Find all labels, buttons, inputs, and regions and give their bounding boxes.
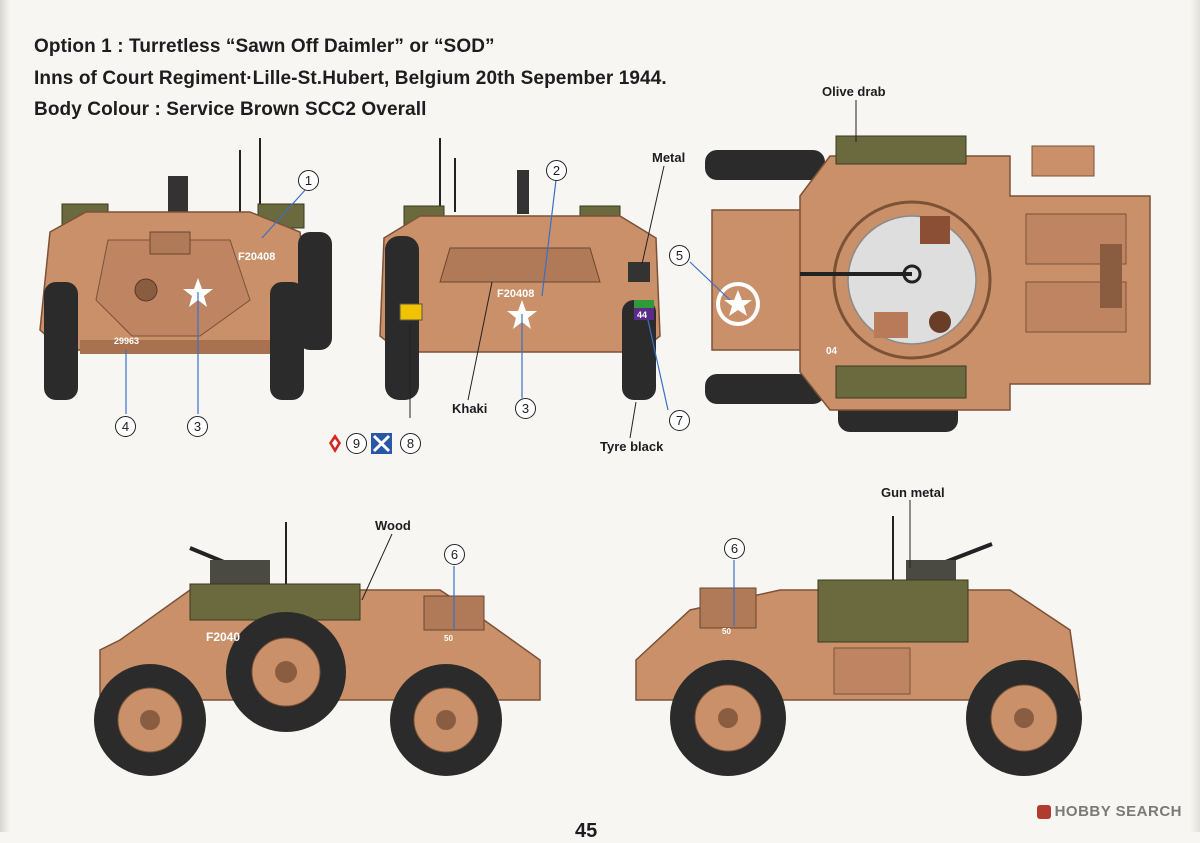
red-diamond-icon — [329, 434, 341, 453]
rear-registration: F20408 — [497, 288, 534, 300]
label-wood: Wood — [375, 518, 411, 533]
rear-view — [379, 138, 661, 400]
callout-2: 2 — [546, 160, 567, 181]
label-olive-drab: Olive drab — [822, 84, 886, 99]
callout-9: 9 — [346, 433, 367, 454]
unit-description: Inns of Court Regiment·Lille-St.Hubert, … — [34, 68, 667, 89]
body-colour: Body Colour : Service Brown SCC2 Overall — [34, 99, 427, 120]
label-gun-metal: Gun metal — [881, 485, 945, 500]
label-tyre-black: Tyre black — [600, 439, 664, 454]
bridge-class: 44 — [637, 310, 647, 320]
callout-3-rear: 3 — [515, 398, 536, 419]
callout-1: 1 — [298, 170, 319, 191]
page-edge-right — [1190, 0, 1200, 832]
watermark-text: HOBBY SEARCH — [1054, 803, 1182, 820]
plate-50-right: 50 — [722, 627, 731, 636]
callout-4: 4 — [115, 416, 136, 437]
plate-50-left: 50 — [444, 634, 453, 643]
option-title: Option 1 : Turretless “Sawn Off Daimler”… — [34, 36, 495, 57]
paint-leaders-black — [361, 100, 911, 601]
label-metal: Metal — [652, 150, 686, 165]
label-khaki: Khaki — [452, 401, 488, 416]
side-registration: F2040 — [206, 630, 240, 644]
callout-6-left-side: 6 — [444, 544, 465, 565]
callout-3-front: 3 — [187, 416, 208, 437]
left-side-view — [94, 522, 541, 776]
callout-8: 8 — [400, 433, 421, 454]
callout-leaders-blue — [125, 179, 735, 630]
top-view — [705, 135, 1151, 432]
callout-5: 5 — [669, 245, 690, 266]
right-side-view — [635, 516, 1082, 776]
front-registration: F20408 — [238, 251, 275, 263]
callout-7: 7 — [669, 410, 690, 431]
rear-number: 29963 — [114, 336, 139, 346]
blue-square-insignia-icon — [371, 433, 392, 454]
page-edge-left — [0, 0, 10, 832]
hull-number: 04 — [826, 346, 838, 357]
watermark: HOBBY SEARCH — [1036, 803, 1182, 820]
front-view — [39, 138, 332, 400]
callout-6-right-side: 6 — [724, 538, 745, 559]
hobby-search-logo-icon — [1036, 804, 1051, 819]
